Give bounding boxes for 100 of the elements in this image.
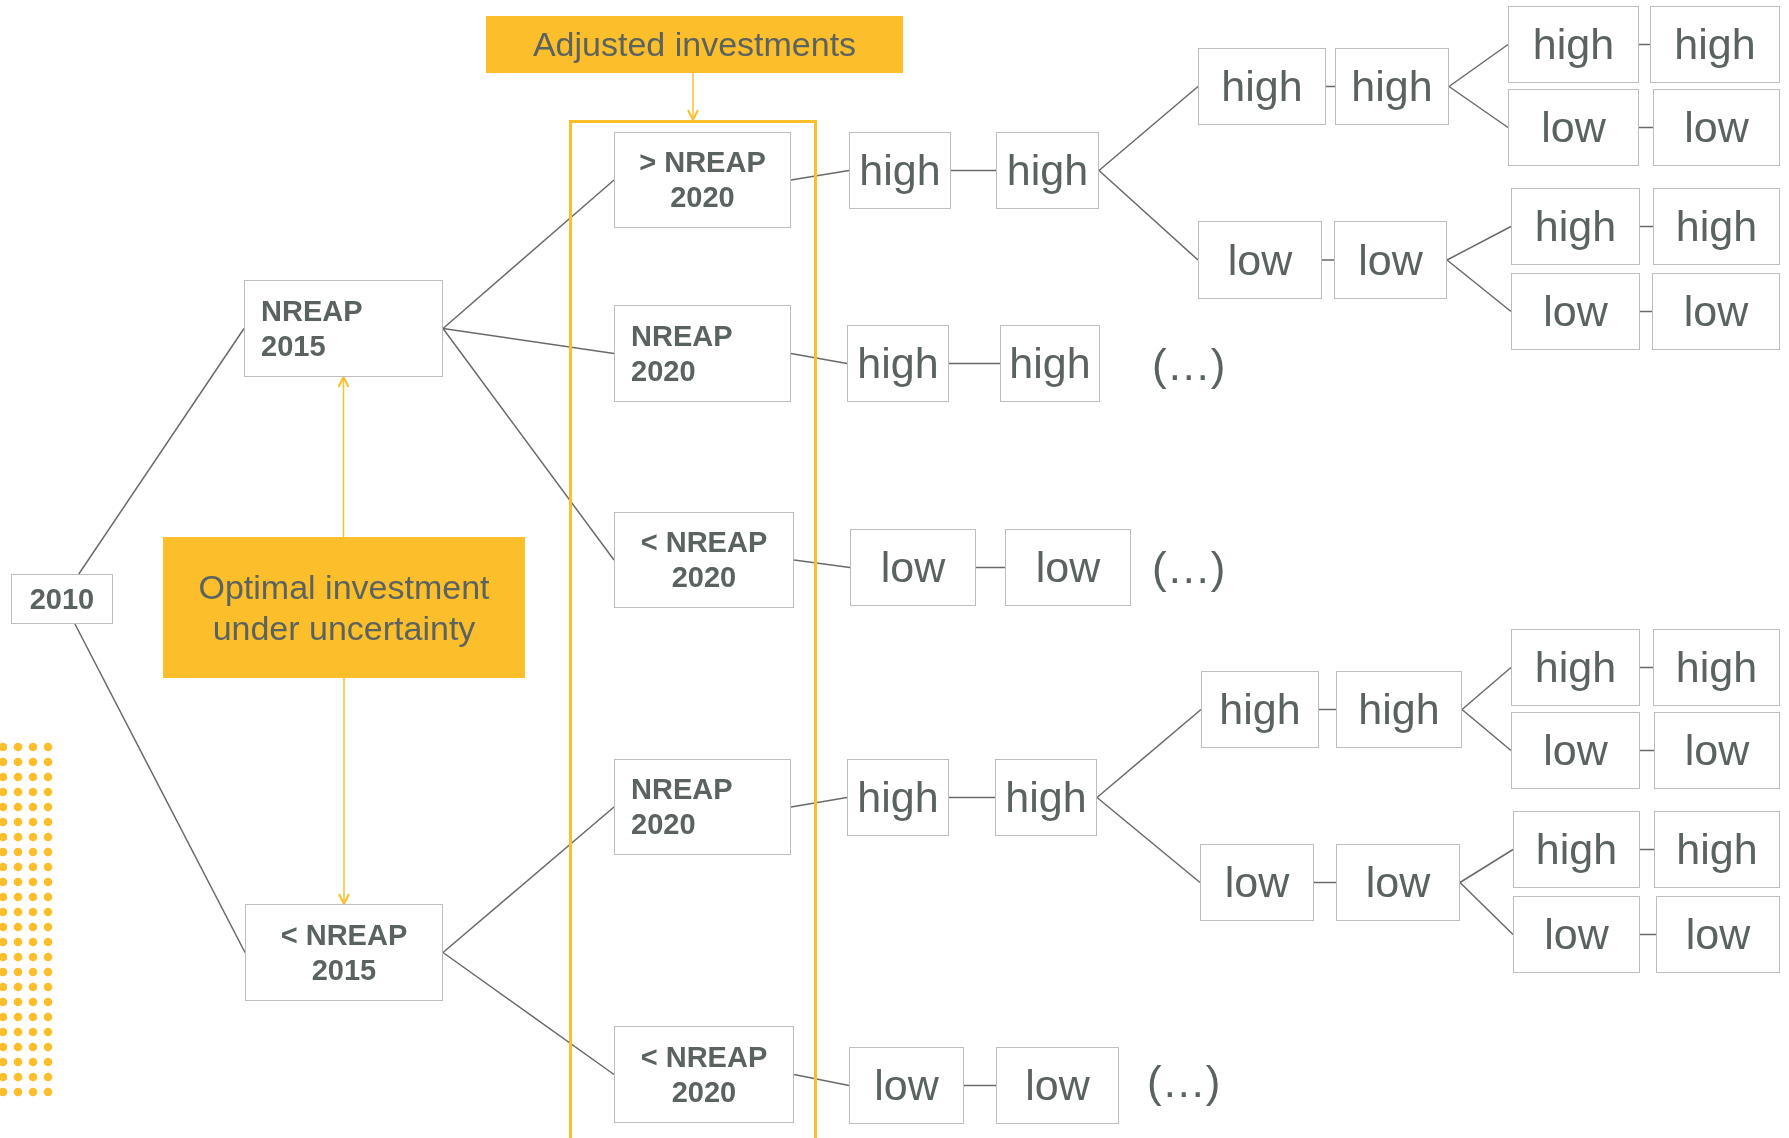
- connector-line: [963, 1084, 997, 1087]
- connector-line: [442, 951, 615, 1076]
- box-label: < NREAP 2020: [639, 1039, 769, 1110]
- box-label: low: [1365, 858, 1431, 907]
- outcome-box: [996, 1047, 1119, 1124]
- connector-line: [442, 179, 615, 330]
- ellipsis-label: (…): [1147, 1057, 1221, 1107]
- box-label: high: [1534, 643, 1617, 692]
- connector-line: [790, 352, 848, 365]
- connector-line: [948, 796, 996, 799]
- scenario-box: [614, 1026, 794, 1123]
- connector-line: [442, 806, 615, 954]
- box-label: high: [1005, 773, 1087, 822]
- box-label: > NREAP 2020: [638, 145, 767, 215]
- box-label: low: [1684, 726, 1750, 775]
- box-label: high: [1009, 339, 1091, 388]
- scenario-box: [614, 305, 791, 402]
- box-label: low: [1544, 910, 1609, 959]
- outcome-box: [1511, 188, 1640, 265]
- box-label: low: [1025, 1061, 1090, 1110]
- connector-line: [1098, 169, 1199, 261]
- box-label: low: [1543, 726, 1608, 775]
- connector-line: [442, 327, 615, 561]
- box-label: high: [859, 146, 941, 195]
- outcome-box: [849, 1047, 964, 1124]
- outcome-box: [1652, 273, 1780, 350]
- box-label: high: [1675, 643, 1758, 692]
- connector-line: [74, 623, 246, 954]
- box-label: high: [1676, 825, 1758, 874]
- connector-line: [1096, 708, 1202, 799]
- box-label: Adjusted investments: [532, 24, 857, 65]
- outcome-box: [850, 529, 976, 606]
- arrow: [687, 72, 699, 121]
- connector-line: [975, 566, 1006, 569]
- outcome-box: [1200, 844, 1314, 921]
- connector-line: [1446, 225, 1512, 261]
- box-label: high: [1675, 202, 1758, 251]
- connector-line: [1313, 881, 1337, 884]
- connector-line: [78, 327, 245, 575]
- outcome-box: [1000, 325, 1100, 402]
- outcome-box: [1511, 629, 1640, 706]
- box-label: < NREAP 2015: [279, 917, 409, 988]
- box-label: high: [1358, 685, 1440, 734]
- outcome-box: [849, 132, 951, 209]
- outcome-box: [1653, 629, 1780, 706]
- box-label: high: [1535, 825, 1618, 874]
- outcome-box: [1336, 844, 1460, 921]
- outcome-box: [1513, 811, 1640, 888]
- scenario-box: [11, 574, 113, 624]
- connector-line: [793, 559, 851, 569]
- outcome-box: [1650, 6, 1780, 83]
- box-label: high: [1674, 20, 1756, 69]
- scenario-box: [244, 280, 443, 377]
- box-label: high: [1221, 62, 1303, 111]
- box-label: low: [1683, 287, 1749, 336]
- box-label: low: [1035, 543, 1101, 592]
- outcome-box: [1513, 896, 1640, 973]
- box-label: low: [1543, 287, 1608, 336]
- connector-line: [442, 327, 615, 355]
- connector-line: [948, 362, 1001, 365]
- box-label: NREAP 2015: [261, 293, 363, 364]
- box-label: high: [857, 339, 939, 388]
- box-label: low: [874, 1061, 939, 1110]
- outcome-box: [1654, 712, 1780, 789]
- outcome-box: [1508, 6, 1639, 83]
- outcome-box: [996, 132, 1099, 209]
- outcome-box: [1198, 48, 1326, 125]
- box-label: 2010: [29, 581, 95, 617]
- scenario-box: [614, 512, 794, 608]
- connector-line: [793, 1073, 850, 1087]
- connector-line: [1446, 259, 1512, 313]
- outcome-box: [1336, 671, 1462, 748]
- box-label: low: [880, 543, 946, 592]
- ellipsis-label: (…): [1152, 340, 1226, 390]
- outcome-box: [1005, 529, 1131, 606]
- outcome-box: [847, 759, 949, 836]
- box-label: < NREAP 2020: [639, 525, 769, 595]
- connector-line: [1461, 708, 1512, 752]
- outcome-box: [1508, 89, 1639, 166]
- box-label: NREAP 2020: [631, 318, 733, 389]
- connector-line: [1098, 85, 1199, 172]
- connector-line: [950, 169, 997, 172]
- scenario-box: [614, 759, 791, 855]
- box-label: low: [1685, 910, 1751, 959]
- highlight-frame: [569, 120, 817, 1138]
- box-label: Optimal investment under uncertainty: [197, 566, 491, 649]
- scenario-box: [614, 132, 791, 228]
- outcome-box: [1511, 273, 1640, 350]
- connector-line: [790, 169, 850, 181]
- connector-line: [1461, 666, 1512, 711]
- arrow: [337, 376, 350, 538]
- outcome-box: [995, 759, 1097, 836]
- ellipsis-label: (…): [1152, 543, 1226, 593]
- outcome-box: [1335, 48, 1449, 125]
- outcome-box: [1201, 671, 1319, 748]
- box-label: NREAP 2020: [631, 772, 733, 842]
- box-label: low: [1224, 858, 1290, 907]
- callout-box: [163, 537, 525, 678]
- connector-line: [1448, 85, 1509, 129]
- callout-box: [486, 16, 903, 73]
